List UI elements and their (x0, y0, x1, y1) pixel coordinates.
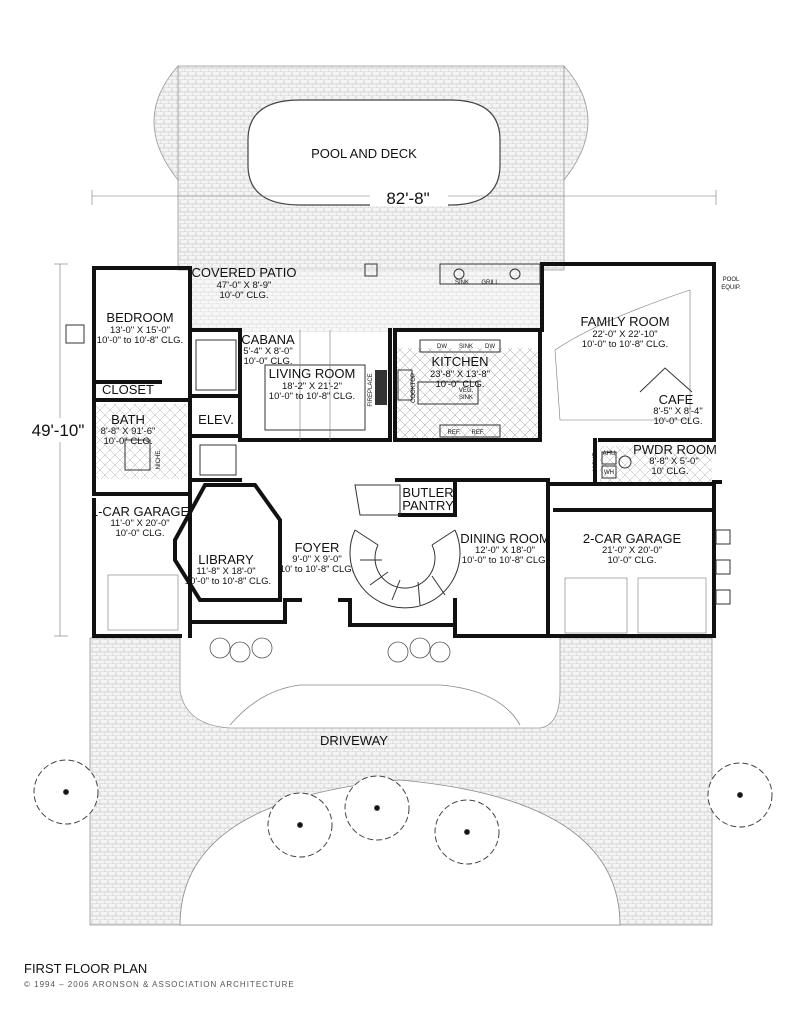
covered-patio-dim: 47'-0" X 8'-9" (217, 280, 272, 291)
spiral-staircase (349, 484, 461, 609)
pool-equip-label-1: POOL (723, 277, 740, 283)
room-labels: COVERED PATIO 47'-0" X 8'-9" 10'-0" CLG.… (91, 265, 717, 587)
kitchen-dim: 23'-8" X 13'-8" (430, 369, 490, 380)
bath-label: BATH (111, 412, 145, 427)
kitchen-label: KITCHEN (431, 354, 488, 369)
one-car-garage-dim: 11'-0" X 20'-0" (110, 518, 169, 529)
two-car-garage-clg: 10'-0" CLG. (607, 555, 656, 566)
foyer-clg: 10' to 10'-8" CLG. (280, 564, 355, 575)
living-room-clg: 10'-0" to 10'-8" CLG. (269, 391, 355, 402)
pwdr-room-clg: 10' CLG. (651, 466, 688, 477)
patio-sink-label: SINK (455, 280, 469, 286)
kitchen-sink-label: SINK (459, 344, 473, 350)
kitchen-clg: 10'-0" CLG. (435, 379, 484, 390)
two-car-garage-dim: 21'-0" X 20'-0" (602, 545, 662, 556)
family-room-clg: 10'-0" to 10'-8" CLG. (582, 339, 668, 350)
driveway-paving (89, 637, 713, 926)
bedroom-dim: 13'-0" X 15'-0" (110, 325, 170, 336)
width-dimension: 82'-8" (386, 189, 429, 208)
fixture-labels: SINK GRILL DW SINK DW FIREPLACE COOKTOP … (156, 277, 741, 476)
two-car-garage-label: 2-CAR GARAGE (583, 531, 682, 546)
cafe-label: CAFE (659, 392, 694, 407)
kitchen-dw-left-label: DW (437, 344, 447, 350)
elevator-label: ELEV. (198, 412, 234, 427)
fireplace-label: FIREPLACE (368, 373, 374, 406)
pwdr-tile (600, 446, 712, 484)
tree-icons (33, 759, 773, 865)
covered-patio-label: COVERED PATIO (192, 265, 297, 280)
covered-patio-clg: 10'-0" CLG. (219, 290, 268, 301)
family-room-label: FAMILY ROOM (580, 314, 669, 329)
foyer-label: FOYER (295, 540, 340, 555)
veg-sink-label-2: SINK (459, 395, 473, 401)
bath-clg: 10'-0" CLG. (103, 436, 152, 447)
veg-sink-label-1: VEG. (459, 388, 474, 394)
bedroom-label: BEDROOM (106, 310, 173, 325)
living-room-label: LIVING ROOM (269, 366, 356, 381)
planter-icons (209, 637, 451, 663)
library-dim: 11'-8" X 18'-0" (196, 566, 255, 577)
library-label: LIBRARY (198, 552, 254, 567)
wh-label: WH (604, 470, 614, 476)
driveway-label: DRIVEWAY (320, 733, 388, 748)
bedroom-clg: 10'-0" to 10'-8" CLG. (97, 335, 183, 346)
grill-label: GRILL (481, 280, 499, 286)
one-car-garage-clg: 10'-0" CLG. (115, 528, 164, 539)
pwdr-room-dim: 8'-8" X 5'-0" (649, 456, 698, 467)
dining-room-clg: 10'-0" to 10'-8" CLG. (462, 555, 548, 566)
plan-title: FIRST FLOOR PLAN (24, 961, 148, 976)
family-room-dim: 22'-0" X 22'-10" (592, 329, 657, 340)
ahu-label: AHU (603, 451, 616, 457)
pool-label: POOL AND DECK (311, 146, 417, 161)
ref-left-label: REF. (447, 430, 460, 436)
depth-dimension-line (22, 263, 92, 637)
butler-label: BUTLER (402, 485, 453, 500)
copyright-notice: © 1994 – 2006 ARONSON & ASSOCIATION ARCH… (24, 980, 295, 989)
dining-room-label: DINING ROOM (460, 531, 550, 546)
pantry-label: PANTRY (402, 498, 454, 513)
niche-bath-label: NICHE (156, 451, 162, 470)
dining-room-dim: 12'-0" X 18'-0" (475, 545, 535, 556)
library-clg: 10'-0" to 10'-8" CLG. (185, 576, 271, 587)
cafe-dim: 8'-5" X 8'-4" (653, 406, 702, 417)
cafe-clg: 10'-0" CLG. (653, 416, 702, 427)
cooktop-label: COOKTOP (411, 373, 417, 403)
depth-dimension: 49'-10" (32, 421, 85, 440)
pool-deck-paving (153, 64, 589, 271)
pwdr-room-label: PWDR ROOM (633, 442, 717, 457)
foyer-dim: 9'-0" X 9'-0" (292, 554, 341, 565)
kitchen-dw-right-label: DW (485, 344, 495, 350)
bath-dim: 8'-8" X 91'-6" (101, 426, 156, 437)
living-room-dim: 18'-2" X 21'-2" (282, 381, 342, 392)
interior-walls (92, 328, 716, 638)
width-dimension-line (91, 184, 717, 206)
interior-fixtures (65, 263, 731, 634)
closet-label: CLOSET (102, 382, 154, 397)
niche-pwdr-label: NICHE (593, 453, 599, 472)
bath-tile (95, 404, 187, 479)
pool-equip-label-2: EQUIP. (721, 285, 741, 291)
cabana-dim: 5'-4" X 8'-0" (243, 346, 292, 357)
cabana-label: CABANA (241, 332, 295, 347)
cabana-clg: 10'-0" CLG. (243, 356, 292, 367)
ref-right-label: REF. (471, 430, 484, 436)
one-car-garage-label: 1-CAR GARAGE (91, 504, 190, 519)
